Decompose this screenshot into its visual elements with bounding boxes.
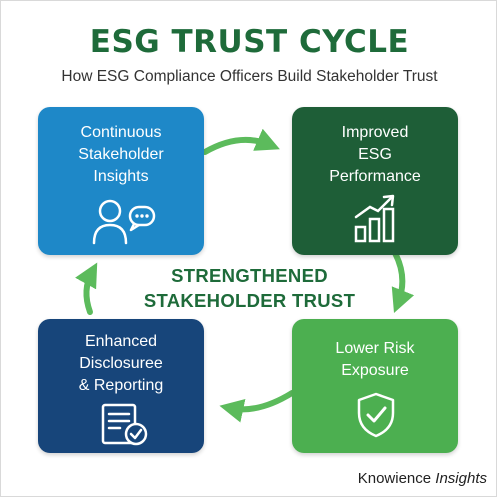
page-subtitle: How ESG Compliance Officers Build Stakeh… xyxy=(61,68,438,85)
arrow-top xyxy=(202,128,280,155)
shield-check-icon xyxy=(357,392,395,438)
brand-logo-text: Knowience Insights xyxy=(357,470,487,487)
report-check-icon xyxy=(101,403,148,446)
center-line-1: STRENGTHENED xyxy=(171,265,328,286)
arrow-left xyxy=(75,262,98,315)
box-label: Lower Risk Exposure xyxy=(335,340,415,379)
center-line-2: STAKEHOLDER TRUST xyxy=(143,290,356,311)
box-continuous-stakeholder-insights: Continuous Stakeholder Insights xyxy=(38,107,204,255)
box-label: Continuous Stakeholder Insights xyxy=(78,124,164,185)
arrow-bottom xyxy=(219,390,295,423)
box-label: Enhanced Disclosuree & Reporting xyxy=(78,333,164,394)
arrow-right xyxy=(391,250,415,314)
box-enhanced-disclosure-reporting: Enhanced Disclosuree & Reporting xyxy=(38,319,204,453)
page-title: ESG TRUST CYCLE xyxy=(89,24,410,60)
box-lower-risk-exposure: Lower Risk Exposure xyxy=(292,319,458,453)
bar-chart-growth-icon xyxy=(354,194,395,243)
box-improved-esg-performance: Improved ESG Performance xyxy=(292,107,458,255)
user-chat-icon xyxy=(92,199,156,245)
box-label: Improved ESG Performance xyxy=(329,124,421,185)
